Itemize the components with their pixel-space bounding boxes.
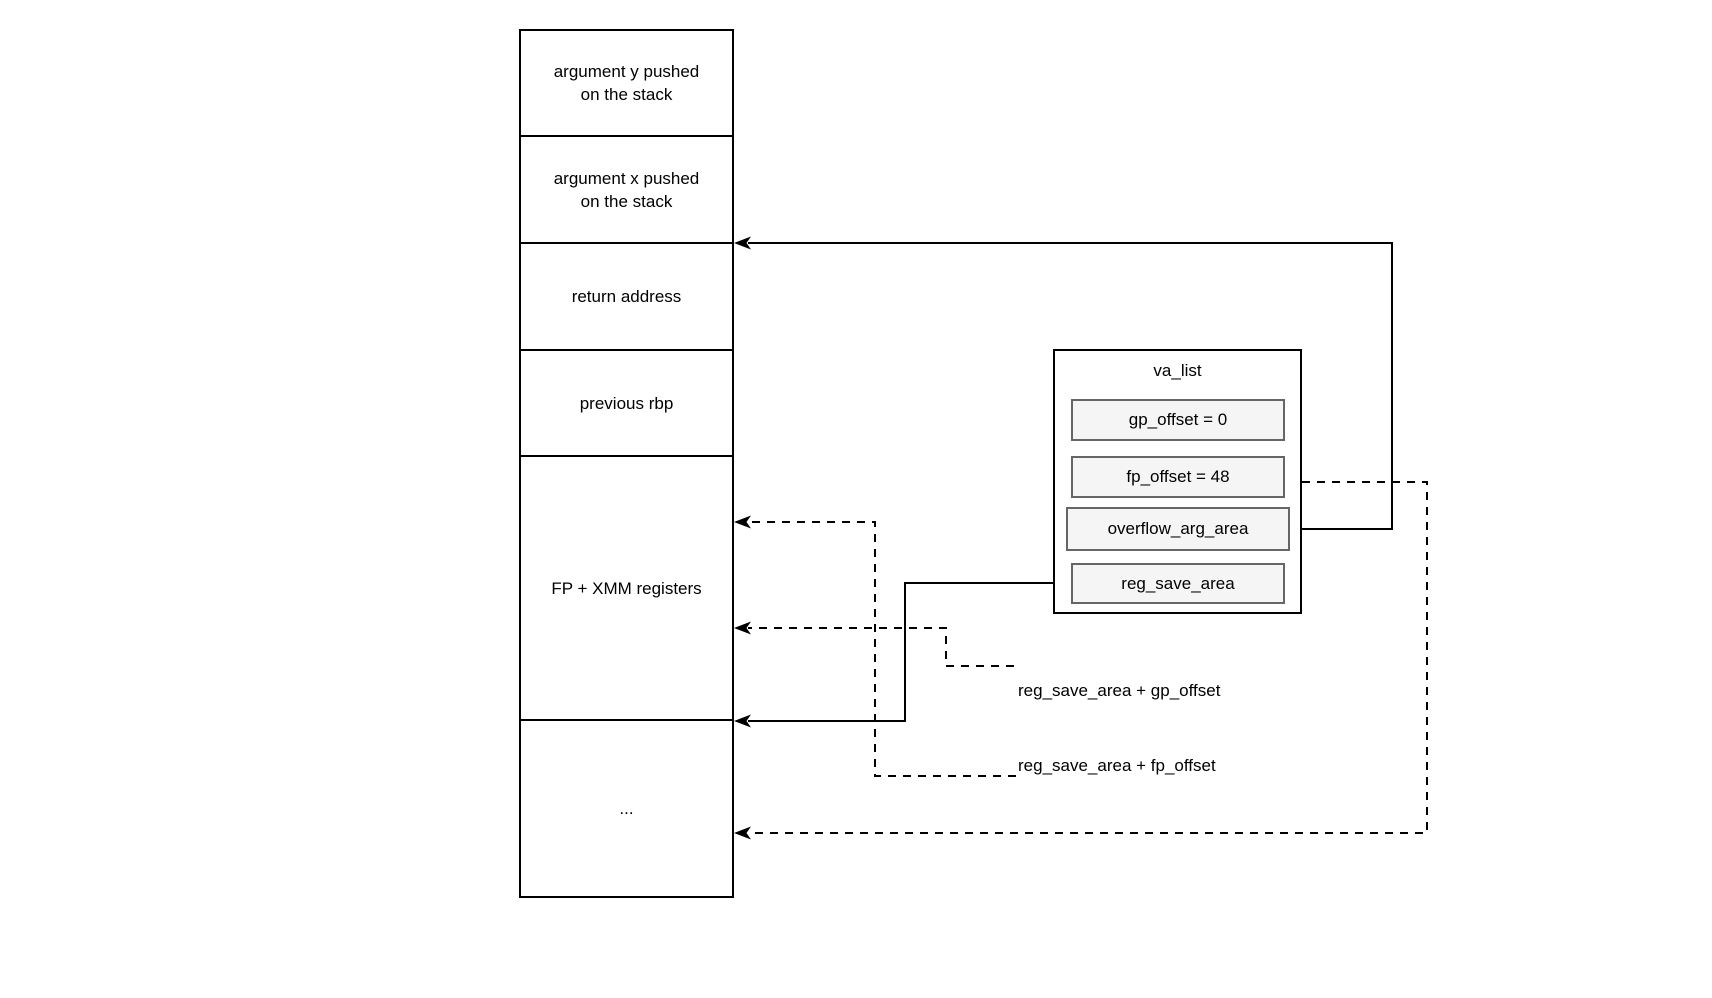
stack-column: argument y pushed on the stack argument … <box>519 29 734 898</box>
arrowhead-fp-offset <box>734 515 751 529</box>
gp-offset-pointer-line <box>748 627 1014 667</box>
va-list-title: va_list <box>1153 361 1202 380</box>
stack-cell-return-address: return address <box>521 242 732 349</box>
label-reg-save-area-plus-gp-offset: reg_save_area + gp_offset <box>1018 681 1221 700</box>
arrowhead-gp-offset <box>734 621 751 635</box>
arrowhead-overflow-arg-area <box>734 236 751 250</box>
stack-cell-fp-xmm-registers: FP + XMM registers <box>521 455 732 719</box>
stack-cell-previous-rbp: previous rbp <box>521 349 732 455</box>
stack-cell-argument-x: argument x pushed on the stack <box>521 135 732 242</box>
va-list-field-reg-save-area: reg_save_area <box>1071 563 1285 604</box>
fp-offset-overflow-pointer-line <box>748 481 1428 834</box>
va-list-field-gp-offset: gp_offset = 0 <box>1071 399 1285 441</box>
label-reg-save-area-plus-fp-offset: reg_save_area + fp_offset <box>1018 756 1216 775</box>
overflow-arg-area-pointer-line <box>748 242 1393 530</box>
arrowhead-reg-save-area <box>734 714 751 728</box>
reg-save-area-pointer-line <box>748 582 1071 722</box>
va-list-field-overflow-arg-area: overflow_arg_area <box>1066 507 1290 551</box>
fp-offset-pointer-line <box>748 521 1016 777</box>
stack-cell-argument-y: argument y pushed on the stack <box>553 62 700 104</box>
va-list-field-fp-offset: fp_offset = 48 <box>1071 456 1285 498</box>
stack-cell-ellipsis: ... <box>521 719 732 896</box>
va-list-box: va_list gp_offset = 0 fp_offset = 48 ove… <box>1053 349 1302 614</box>
arrowhead-ellipsis-cell <box>734 826 751 840</box>
